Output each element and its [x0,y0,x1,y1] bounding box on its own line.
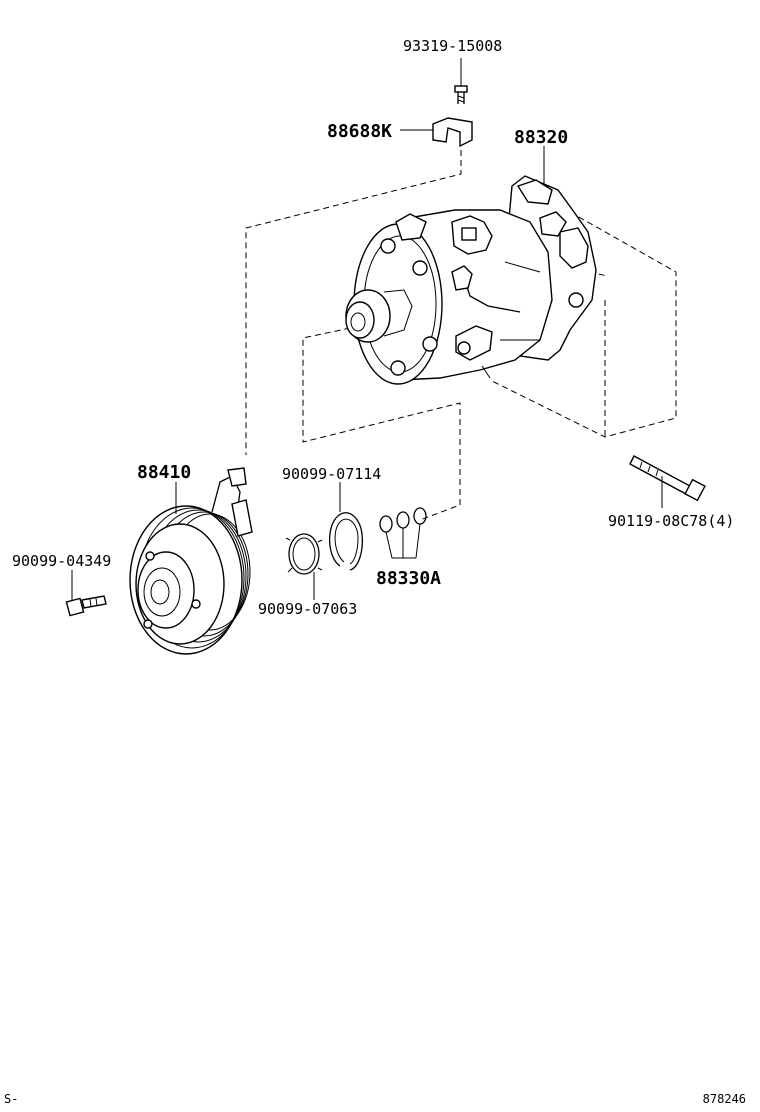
mount-bolt[interactable] [629,455,706,508]
footer-illustration-number: 878246 [702,1092,746,1106]
bolt-top[interactable] [454,58,468,104]
magnetic-clutch[interactable] [129,467,253,655]
compressor[interactable] [245,146,677,521]
label-bolt-left: 90099-04349 [12,552,111,570]
bolt-left[interactable] [65,570,107,617]
bracket[interactable] [400,117,473,148]
label-bracket: 88688K [327,121,392,142]
snap-ring[interactable] [329,482,364,571]
label-snap-ring: 90099-07114 [282,465,381,483]
label-retaining-ring: 90099-07063 [258,600,357,618]
label-shims: 88330A [376,568,441,589]
retaining-ring[interactable] [285,533,323,600]
label-mount-bolt: 90119-08C78(4) [608,512,734,530]
label-bolt-top: 93319-15008 [403,37,502,55]
footer-left-code: S- [4,1092,19,1106]
shims[interactable] [379,507,427,559]
label-clutch: 88410 [137,462,191,483]
label-compressor: 88320 [514,127,568,148]
